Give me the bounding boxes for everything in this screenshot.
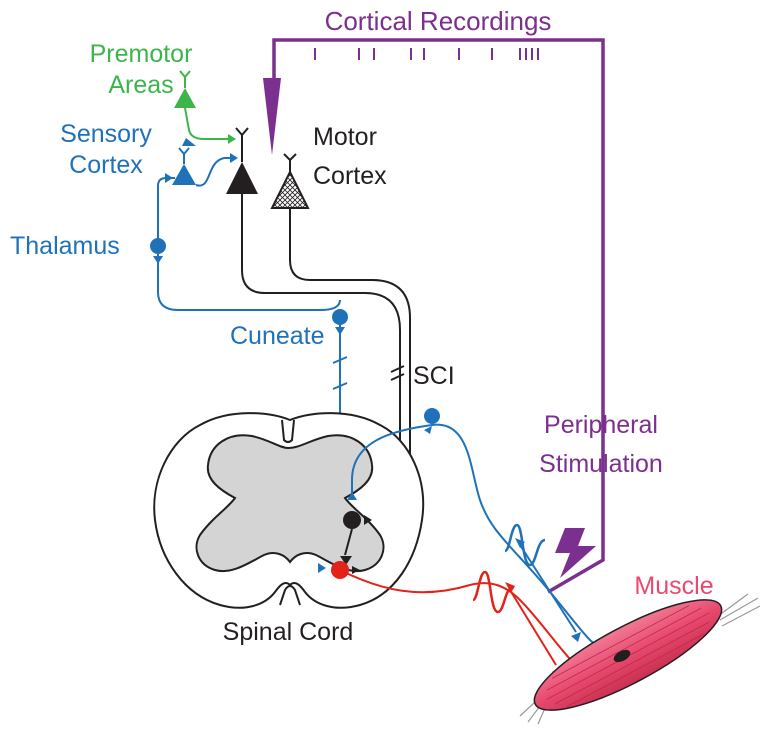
peripheral-stimulation: Peripheral Stimulation (539, 411, 663, 578)
muscle-label: Muscle (634, 572, 713, 600)
muscle: Muscle (519, 572, 761, 725)
peripheral-label-line2: Stimulation (539, 450, 663, 478)
recording-wire (272, 38, 605, 594)
sensory-label-line2: Cortex (69, 151, 143, 179)
cuneate-label: Cuneate (230, 322, 325, 350)
motor-cortex-neurons: Motor Cortex (226, 123, 387, 209)
cortical-recording-system: Cortical Recordings (263, 6, 605, 594)
premotor-label-line1: Premotor (90, 40, 193, 68)
corticospinal-neuron-hatched (270, 169, 310, 209)
sensory-label-line1: Sensory (60, 120, 152, 148)
peripheral-afferent-nerve (351, 408, 621, 650)
muscle-fibers (546, 605, 710, 707)
spinal-cord-section: Spinal Cord (153, 412, 425, 646)
motor-label-line2: Cortex (313, 162, 387, 190)
peripheral-label-line1: Peripheral (544, 411, 658, 439)
motor-label-line1: Motor (313, 123, 377, 151)
lightning-bolt-icon (555, 528, 596, 578)
thalamus-node (150, 238, 166, 254)
ascending-sensory-pathway: Thalamus Cuneate (10, 232, 374, 569)
cortical-recordings-label: Cortical Recordings (325, 6, 552, 36)
drg-node (424, 408, 440, 424)
premotor-neuron: Premotor Areas (90, 40, 236, 144)
efferent-waveform (472, 570, 513, 614)
corticospinal-neuron-black (226, 162, 258, 194)
neuromuscular-junction (613, 649, 631, 663)
premotor-label-line2: Areas (108, 71, 173, 99)
thalamus-label: Thalamus (10, 232, 120, 260)
afferent-waveform (504, 523, 546, 567)
spinal-cord-gray-matter (195, 434, 385, 573)
recording-electrode-icon (263, 78, 281, 155)
spinal-cord-label: Spinal Cord (223, 618, 354, 646)
sensory-cortex-neuron: Sensory Cortex (60, 120, 238, 246)
interneuron-black (343, 511, 361, 529)
sci-label: SCI (413, 362, 455, 390)
spike-raster (314, 48, 539, 60)
muscle-tendon-left (519, 701, 546, 725)
muscle-tendon-right (717, 593, 761, 627)
